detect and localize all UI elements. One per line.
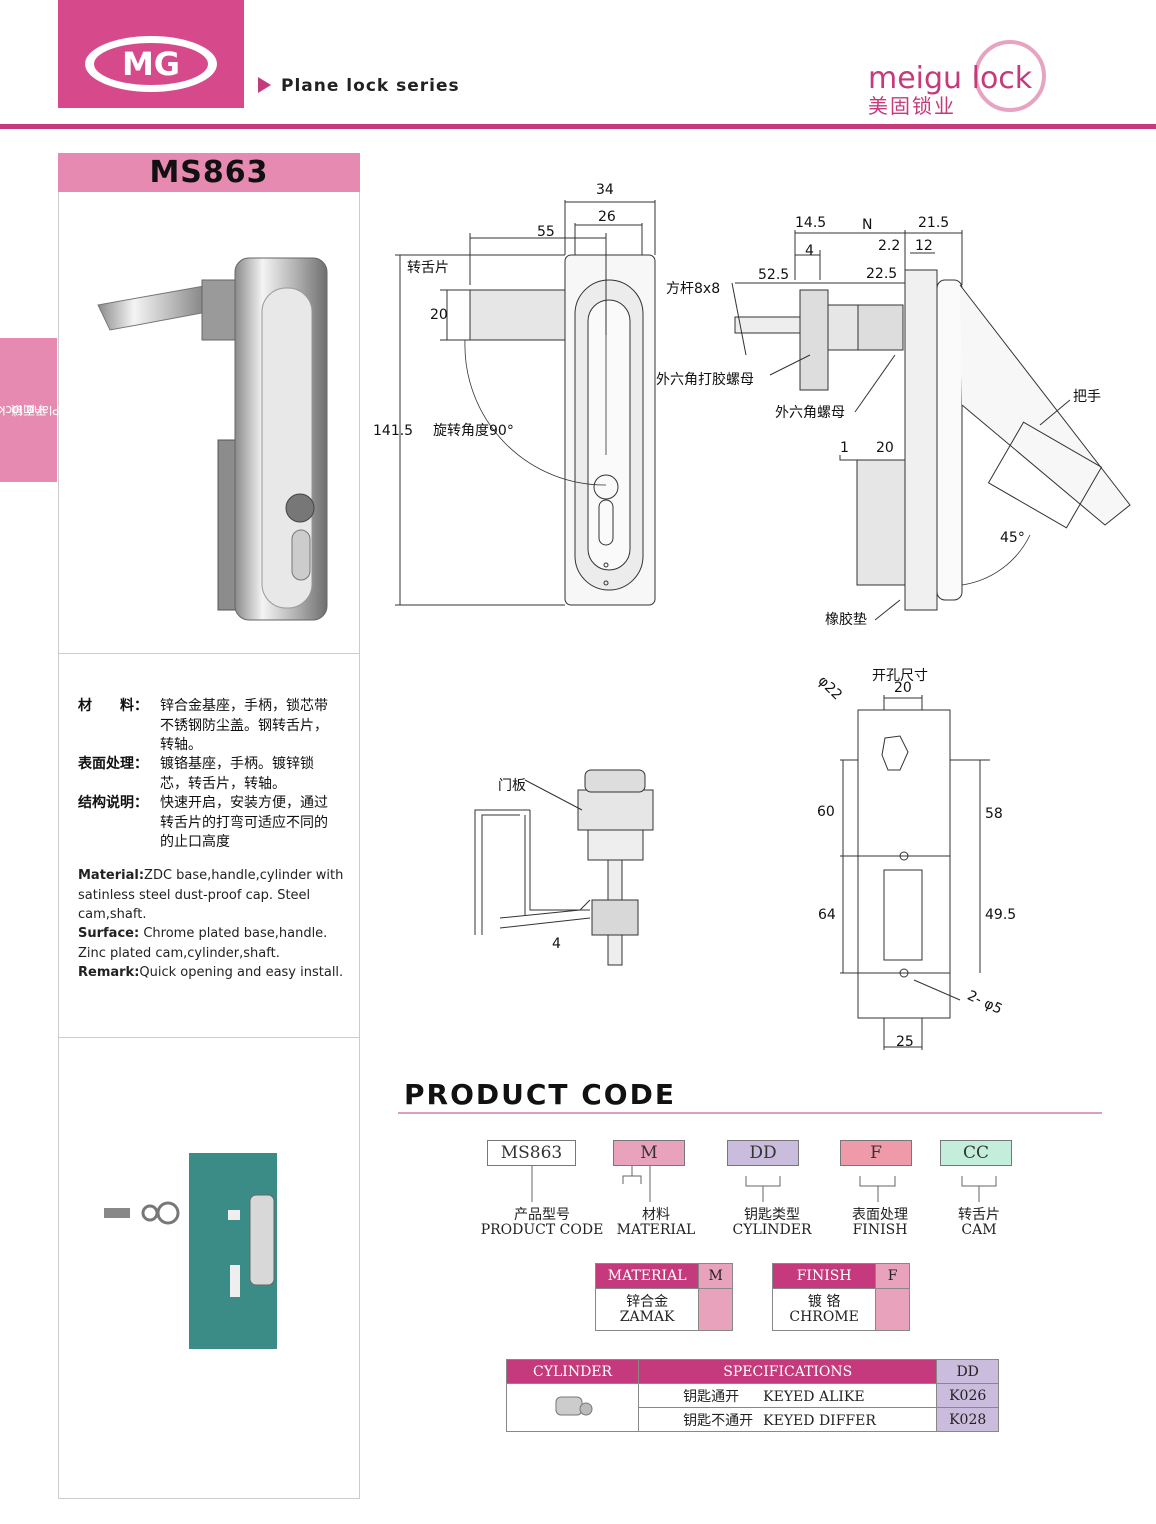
spec-material-cn: 材 料：锌合金基座，手柄，锁芯带不锈钢防尘盖。钢转舌片，转轴。 [78, 698, 328, 753]
spec-remark-en: Remark:Quick opening and easy install. [78, 965, 344, 980]
code-box-cylinder: DD [727, 1140, 799, 1166]
dim-phi22: φ22 [815, 673, 845, 703]
dim-141-5: 141.5 [373, 423, 413, 439]
divider [58, 653, 360, 654]
cylinder-image-cell [505, 1383, 640, 1432]
finish-header: FINISH [771, 1263, 877, 1289]
row-code: K026 [936, 1383, 999, 1408]
dim-20: 20 [430, 307, 448, 323]
brand-name: meigu lock [868, 61, 1033, 96]
dim-22-5: 22.5 [866, 266, 897, 282]
cylinder-header: CYLINDER [505, 1359, 640, 1384]
front-view-drawing: 34 26 55 20 141.5 转舌片 旋转角度90° [373, 182, 656, 606]
dim-45: 45° [1000, 530, 1025, 546]
spec-surface-cn: 表面处理：镀铬基座，手柄。镀锌锁芯，转舌片，转轴。 [78, 756, 314, 792]
install-illustration [104, 1153, 277, 1349]
material-code: M [698, 1263, 733, 1289]
code-connectors [531, 1166, 997, 1202]
code-box-finish: F [840, 1140, 912, 1166]
label-glue-nut: 外六角打胶螺母 [656, 371, 754, 388]
label-gasket: 橡胶垫 [825, 611, 867, 628]
dd-header: DD [936, 1359, 999, 1384]
side-view-drawing: 14.5 N 21.5 4 2.2 12 52.5 22.5 1 20 45° … [656, 215, 1131, 628]
material-code-cell [698, 1288, 733, 1331]
label-hex-nut: 外六角螺母 [775, 405, 845, 421]
dim-n: N [862, 217, 872, 233]
dim-20: 20 [894, 680, 912, 696]
dim-52-5: 52.5 [758, 267, 789, 283]
spec-surface-en: Surface: Chrome plated base,handle. Zinc… [78, 926, 328, 961]
code-box-model: MS863 [487, 1140, 576, 1166]
brand-name-cn: 美固锁业 [868, 94, 956, 118]
dim-34: 34 [596, 182, 614, 198]
dim-4: 4 [552, 936, 561, 952]
code-box-cam: CC [940, 1140, 1012, 1166]
series-title: Plane lock series [258, 76, 460, 96]
door-view-drawing: 门板 4 [474, 769, 654, 966]
model-title: MS863 [58, 153, 360, 192]
dim-21-5: 21.5 [918, 215, 949, 231]
product-code-title: PRODUCT CODE [404, 1078, 676, 1111]
dim-49-5: 49.5 [985, 907, 1016, 923]
left-panel [58, 153, 360, 1499]
dim-58: 58 [985, 806, 1003, 822]
material-header: MATERIAL [594, 1263, 700, 1289]
logo-box: MG [58, 0, 244, 108]
label-handle: 把手 [1073, 389, 1101, 405]
dim-1: 1 [840, 440, 849, 456]
spec-material-en: Material:ZDC base,handle,cylinder with s… [78, 868, 344, 922]
dim-14-5: 14.5 [795, 215, 826, 231]
dim-2-2: 2.2 [878, 238, 900, 254]
dim-26: 26 [598, 209, 616, 225]
product-code-rule [398, 1112, 1102, 1114]
cutout-title: 开孔尺寸 [872, 668, 928, 684]
finish-code: F [875, 1263, 910, 1289]
specifications-header: SPECIFICATIONS [638, 1359, 938, 1384]
row-code: K028 [936, 1407, 999, 1432]
mg-logo: MG [85, 36, 217, 92]
dim-64: 64 [818, 907, 836, 923]
dim-20: 20 [876, 440, 894, 456]
divider [58, 1037, 360, 1038]
label-cam: 转舌片 [407, 260, 449, 276]
label-rotation: 旋转角度90° [433, 423, 514, 439]
label-door: 门板 [498, 778, 526, 794]
brand-logo: meigu lock [868, 40, 1046, 112]
header-rule [0, 124, 1156, 129]
dim-2-phi5: 2- φ5 [965, 988, 1005, 1018]
spec-remark-cn: 结构说明：快速开启，安装方便，通过转舌片的打弯可适应不同的的止口高度 [78, 795, 328, 850]
cylinder-icon [555, 1396, 593, 1415]
dim-55: 55 [537, 224, 555, 240]
dim-60: 60 [817, 804, 835, 820]
logo-text: MG [122, 45, 180, 83]
triangle-icon [258, 77, 271, 93]
dim-25: 25 [896, 1034, 914, 1050]
cutout-drawing: 开孔尺寸 φ22 20 60 58 64 49.5 2- φ5 25 [815, 668, 1016, 1050]
label-rod: 方杆8x8 [666, 281, 720, 297]
dim-12: 12 [915, 238, 933, 254]
dim-4: 4 [805, 243, 814, 259]
product-photo [97, 257, 328, 621]
finish-code-cell [875, 1288, 910, 1331]
code-box-material: M [613, 1140, 685, 1166]
